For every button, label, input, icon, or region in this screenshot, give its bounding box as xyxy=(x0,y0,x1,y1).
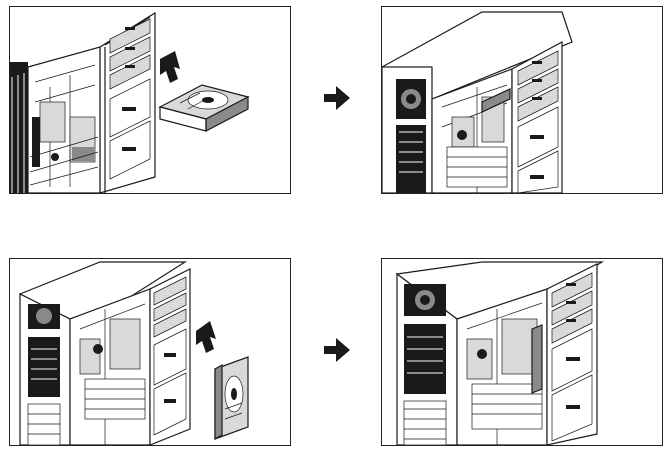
drive-bays xyxy=(109,18,151,180)
case-illustration xyxy=(395,261,605,445)
case-illustration xyxy=(18,261,249,445)
panel-step-2-vertical-after xyxy=(381,258,663,446)
rear-io xyxy=(404,324,446,394)
case-illustration xyxy=(10,11,250,193)
hard-drive-icon xyxy=(214,356,249,441)
rear-io xyxy=(396,125,426,193)
panel-step-2-vertical-before xyxy=(9,258,291,446)
drive-bays xyxy=(517,50,559,193)
next-step-arrow-icon xyxy=(324,338,350,367)
installed-drive xyxy=(531,324,543,394)
case-side-shadow xyxy=(10,62,28,193)
rear-io xyxy=(28,337,60,397)
drive-bays xyxy=(551,272,593,442)
drive-bays xyxy=(153,276,187,436)
insert-arrow-icon xyxy=(196,321,216,353)
installed-drive xyxy=(481,88,511,113)
next-step-arrow-icon xyxy=(324,86,350,115)
case-illustration xyxy=(382,11,573,193)
insert-arrow-icon xyxy=(160,51,180,83)
panel-step-1-horizontal-before xyxy=(9,6,291,194)
panel-step-1-horizontal-after xyxy=(381,6,663,194)
hard-drive-icon xyxy=(158,84,250,132)
